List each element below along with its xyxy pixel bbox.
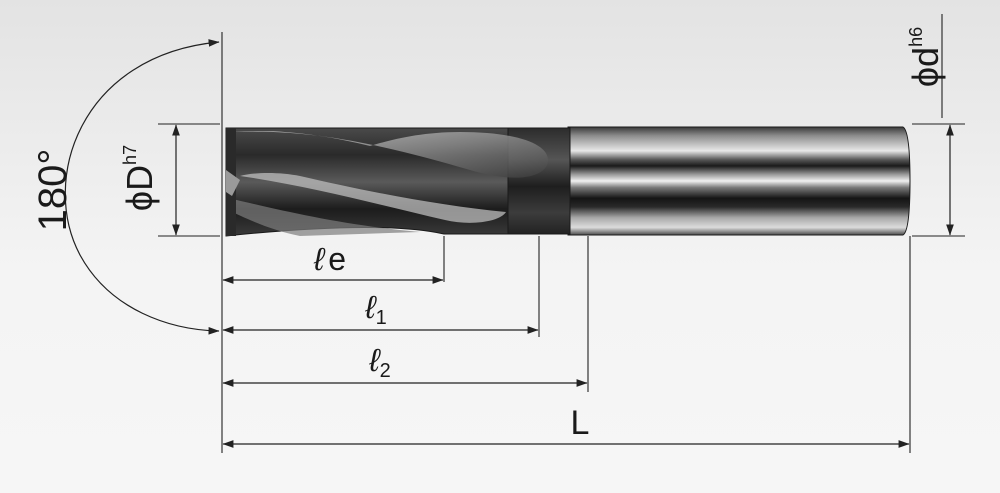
angle-label: 180°: [31, 149, 75, 232]
flute-highlight-3: [228, 198, 420, 236]
point-angle-arc: [64, 39, 220, 335]
l2-label: ℓ2: [368, 342, 390, 382]
dimension-lines: [64, 39, 954, 448]
cutting-diameter-label: ϕDh7: [119, 145, 160, 211]
shank: [567, 126, 911, 236]
overall-length-label: L: [571, 404, 590, 442]
shank-diameter-label: ϕdh6: [905, 27, 946, 87]
tip-facet: [226, 170, 240, 196]
flute-highlight-2: [240, 173, 506, 223]
end-mill-tool: [225, 126, 911, 237]
flute-highlight-1: [232, 130, 548, 178]
l1-label: ℓ1: [364, 289, 386, 329]
